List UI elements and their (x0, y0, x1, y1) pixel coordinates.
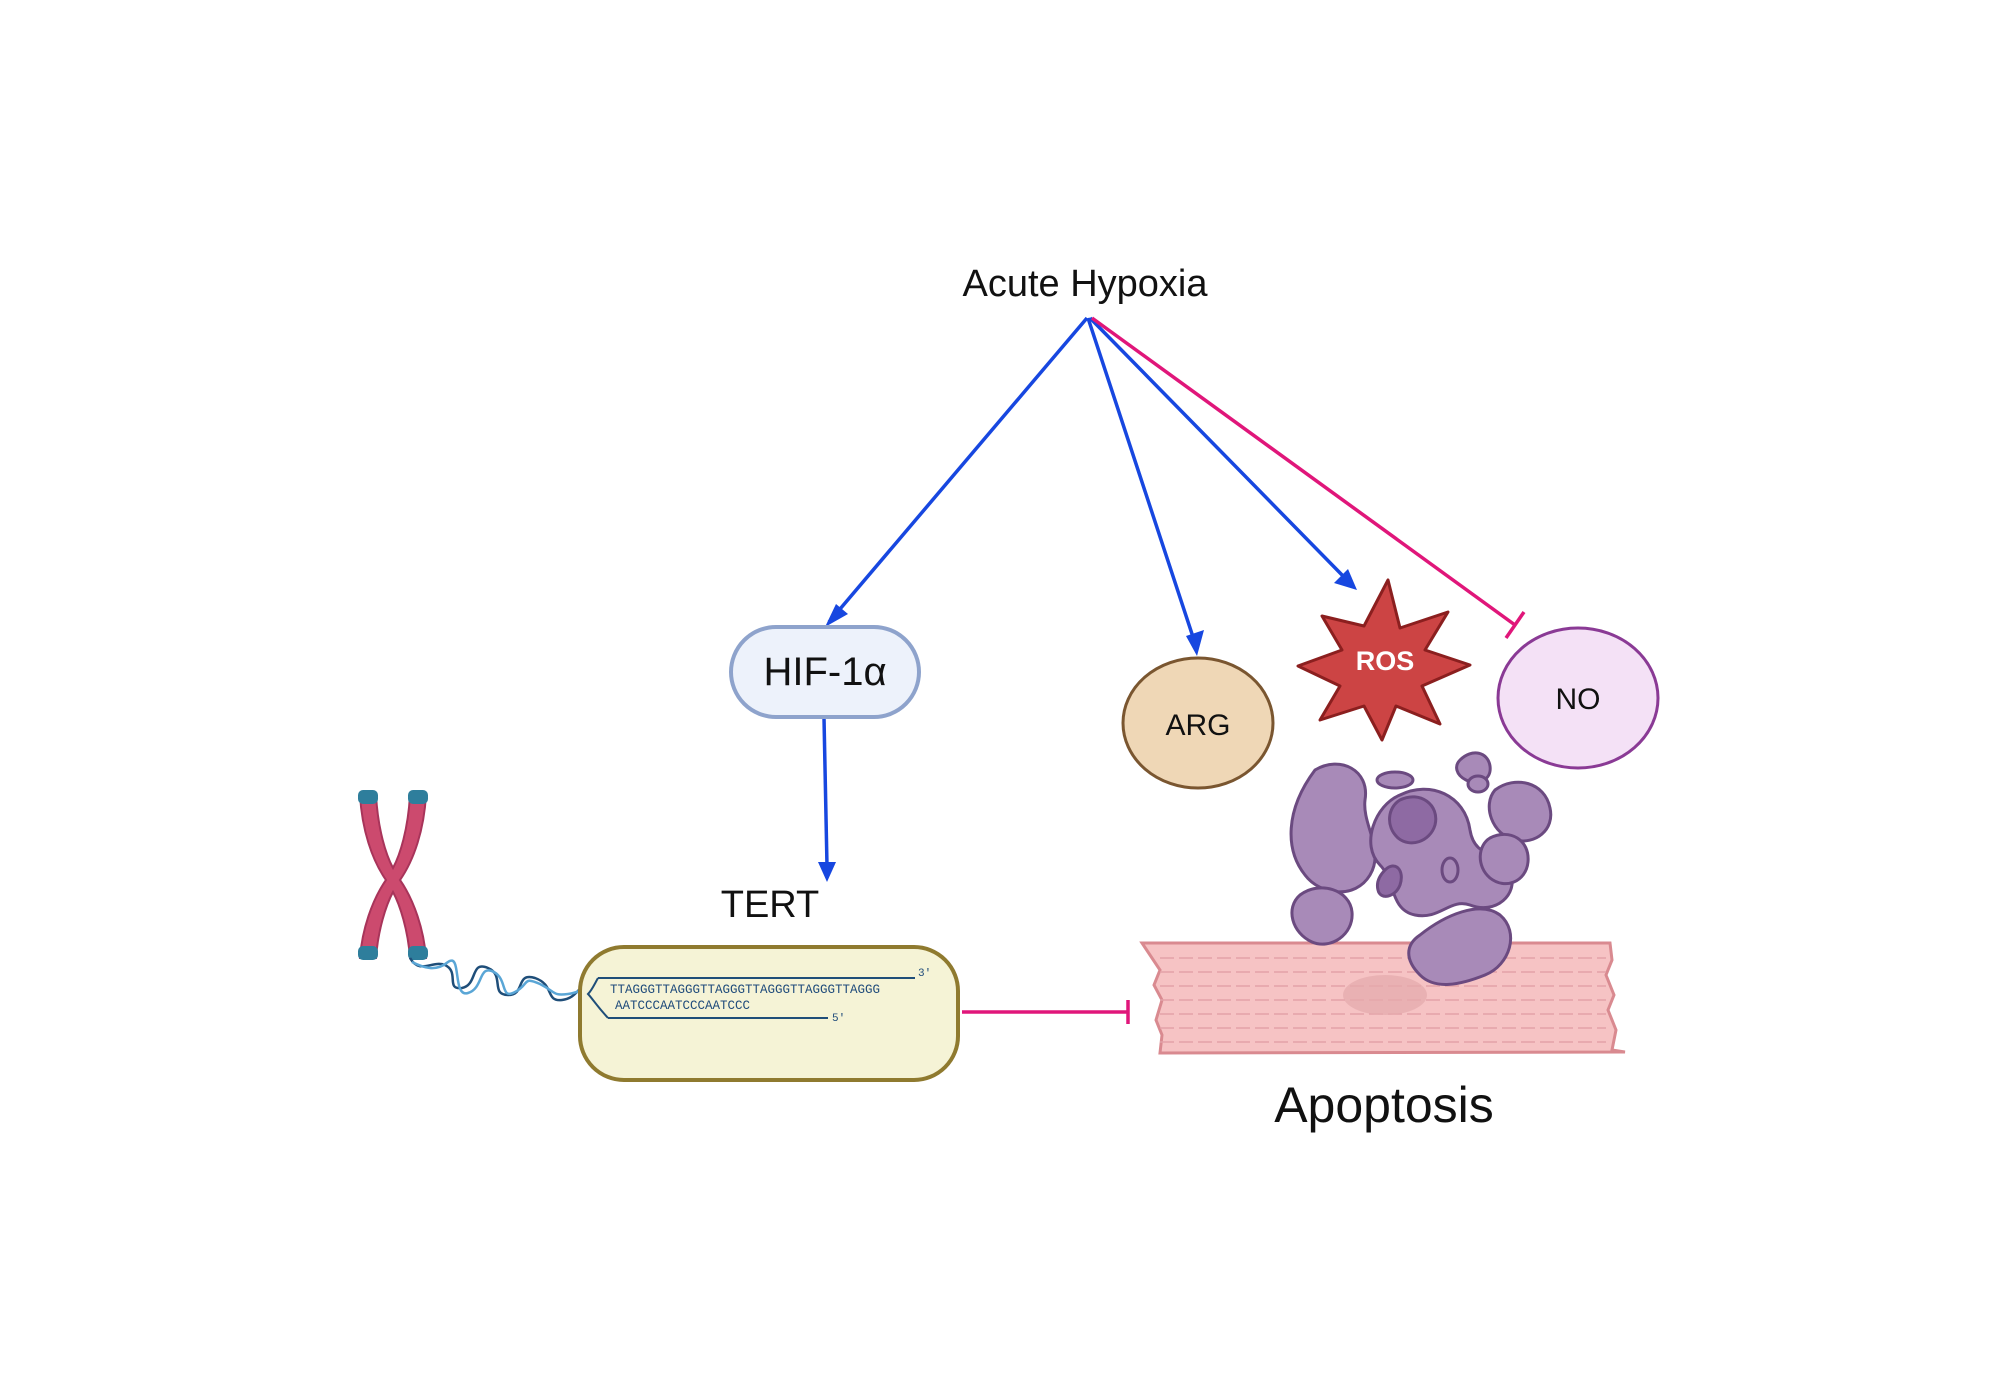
arrowhead-arg (1186, 630, 1204, 656)
chromosome-icon (358, 790, 428, 960)
arrowhead-hif (825, 604, 848, 627)
inhibition-bar-no (1504, 611, 1526, 639)
node-acute-hypoxia: Acute Hypoxia (962, 263, 1208, 305)
node-ros: ROS (1296, 578, 1472, 742)
no-circle (1496, 626, 1660, 770)
edge-hypoxia-to-no (1090, 316, 1517, 627)
telomere-5-prime: 5' (832, 1013, 845, 1025)
telomere-3-prime: 3' (918, 968, 931, 980)
node-tert-label: TERT (721, 884, 820, 926)
node-no: NO (1496, 626, 1660, 770)
edge-hypoxia-to-hif (827, 316, 1089, 624)
ros-label: ROS (1356, 646, 1415, 676)
arrowhead-tert (818, 862, 836, 882)
telomere-top-strand: TTAGGGTTAGGGTTAGGGTTAGGGTTAGGGTTAGGG (610, 983, 880, 997)
node-hif-1a: HIF-1α (729, 625, 921, 719)
node-tert-box: TTAGGGTTAGGGTTAGGGTTAGGGTTAGGGTTAGGG AAT… (578, 945, 960, 1082)
arg-circle (1121, 656, 1275, 790)
edges (818, 316, 1526, 1024)
telomere-bottom-strand: AATCCCAATCCCAATCCC (615, 999, 750, 1013)
muscle-tissue-icon (1139, 941, 1626, 1055)
node-arg: ARG (1121, 656, 1275, 790)
ros-burst (1296, 578, 1472, 742)
arrowhead-ros (1334, 569, 1357, 590)
hif-pill (729, 625, 921, 719)
hif-label: HIF-1α (763, 650, 886, 694)
no-label: NO (1556, 683, 1601, 716)
edge-hypoxia-to-ros (1088, 316, 1347, 580)
edge-hif-to-tert (822, 717, 829, 867)
apoptotic-cell-icon (1289, 751, 1553, 986)
edge-hypoxia-to-arg (1086, 317, 1196, 641)
tert-box (578, 945, 960, 1082)
arg-label: ARG (1165, 709, 1230, 742)
node-apoptosis-label: Apoptosis (1274, 1077, 1494, 1133)
